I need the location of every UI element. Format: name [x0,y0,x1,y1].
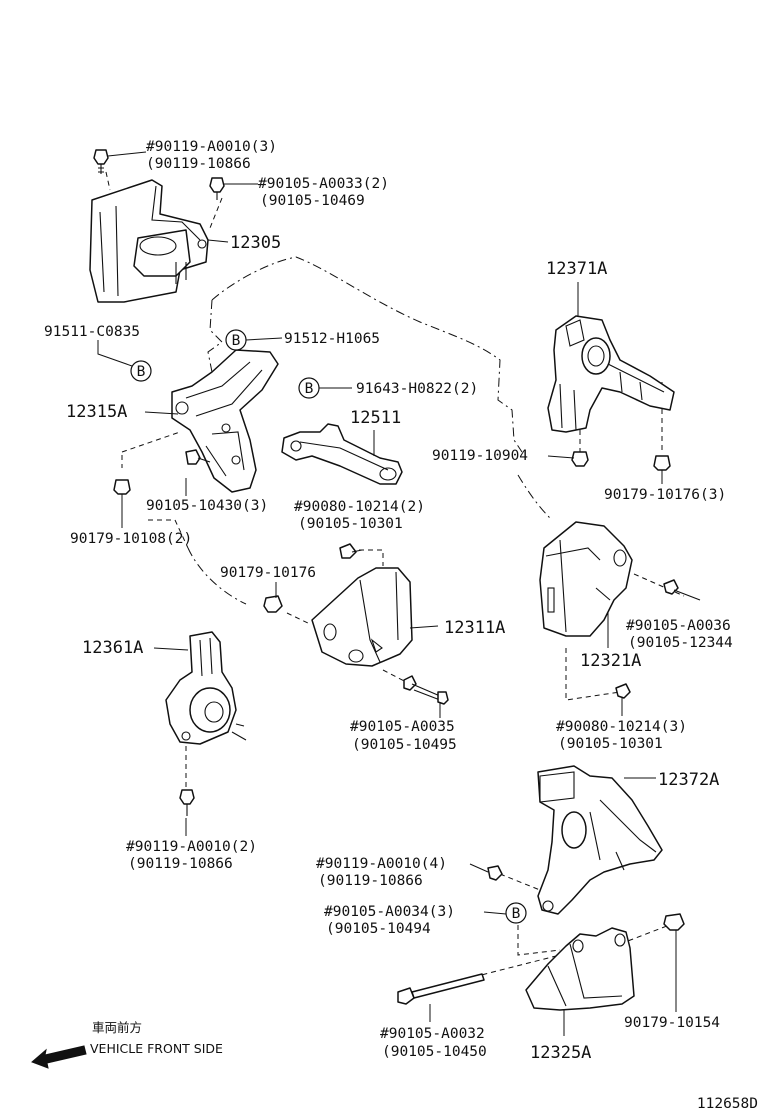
circle-marker-icon: B [130,360,152,382]
part-12511-torque-rod [281,423,403,485]
label-90119-10866: (90119-10866 [146,156,251,172]
part-12311a-bracket [311,567,413,667]
label-90179-10108-2: 90179-10108(2) [70,531,192,547]
bolt-icon [487,865,503,881]
label-12361a: 12361A [82,638,143,658]
label-12325a: 12325A [530,1043,591,1063]
part-labels: #90119-A0010(3) (90119-10866 #90105-A003… [44,139,733,1063]
label-12315a: 12315A [66,402,127,422]
label-90105-a0036: #90105-A0036 [626,618,731,634]
label-90179-10176-3: 90179-10176(3) [604,487,726,503]
bolt-icon [209,177,225,200]
bolt-icon [403,675,449,705]
nut-icon [263,595,283,613]
label-90105-10495: (90105-10495 [352,737,457,753]
label-90105-10450: (90105-10450 [382,1044,487,1060]
label-90119-a0010-3: #90119-A0010(3) [146,139,277,155]
diagram-id: 112658D [697,1096,758,1112]
label-90105-10494: (90105-10494 [326,921,431,937]
label-90080-10214-2: #90080-10214(2) [294,499,425,515]
bolt-icon [615,683,631,699]
label-90179-10176: 90179-10176 [220,565,316,581]
bolt-icon [93,149,109,174]
label-90105-12344: (90105-12344 [628,635,733,651]
label-91511-c0835: 91511-C0835 [44,324,140,340]
circle-marker-icon: B [505,902,527,924]
leader-lines [97,151,677,1036]
circle-marker-icon: B [298,377,320,399]
bolt-icon [571,451,589,467]
label-90080-10214-3: #90080-10214(3) [556,719,687,735]
label-12511: 12511 [350,408,401,428]
label-90105-10301: (90105-10301 [298,516,403,532]
label-90179-10154: 90179-10154 [624,1015,720,1031]
label-12305: 12305 [230,233,281,253]
label-90105-a0035: #90105-A0035 [350,719,455,735]
circle-marker-label: B [512,906,521,922]
part-12305-engine-mount [89,179,209,303]
nut-icon [113,479,131,495]
bolt-icon [663,579,701,601]
bolt-icon [339,543,363,559]
label-90105-a0034-3: #90105-A0034(3) [324,904,455,920]
label-90119-a0010-2: #90119-A0010(2) [126,839,257,855]
circle-marker-label: B [305,381,314,397]
label-90105-10301-b: (90105-10301 [558,736,663,752]
circle-marker-icon: B [225,329,247,351]
label-90105-a0032: #90105-A0032 [380,1026,485,1042]
part-12325a-bracket [525,927,635,1011]
label-91643-h0822-2: 91643-H0822(2) [356,381,478,397]
label-12311a: 12311A [444,618,505,638]
bolt-icon [179,789,195,816]
front-side-note-en: VEHICLE FRONT SIDE [90,1041,223,1056]
label-91512-h1065: 91512-H1065 [284,331,380,347]
label-90119-10866-c: (90119-10866 [318,873,423,889]
label-90105-10430-3: 90105-10430(3) [146,498,268,514]
label-90119-10904: 90119-10904 [432,448,528,464]
label-90105-10469: (90105-10469 [260,193,365,209]
nut-icon [653,455,671,471]
reference-lines [105,171,685,989]
label-90105-a0033-2: #90105-A0033(2) [258,176,389,192]
part-12371a-engine-mount [547,315,675,433]
nut-icon [663,913,685,931]
label-12371a: 12371A [546,259,607,279]
circle-marker-label: B [137,364,146,380]
front-side-note-jp: 車両前方 [92,1020,142,1035]
circle-marker-label: B [232,333,241,349]
part-12372a-engine-mount [537,765,663,915]
label-90119-10866-b: (90119-10866 [128,856,233,872]
label-12321a: 12321A [580,651,641,671]
long-bolt-icon [397,973,485,1005]
vehicle-front-indicator: 車両前方 VEHICLE FRONT SIDE [31,1020,223,1069]
label-90119-a0010-4: #90119-A0010(4) [316,856,447,872]
front-arrow-icon [31,1045,87,1069]
bolt-icon [185,449,211,465]
part-12321a-bracket [539,521,633,637]
part-12361a-engine-mount [165,631,247,745]
label-12372a: 12372A [658,770,719,790]
part-12315a-bracket [171,349,279,493]
